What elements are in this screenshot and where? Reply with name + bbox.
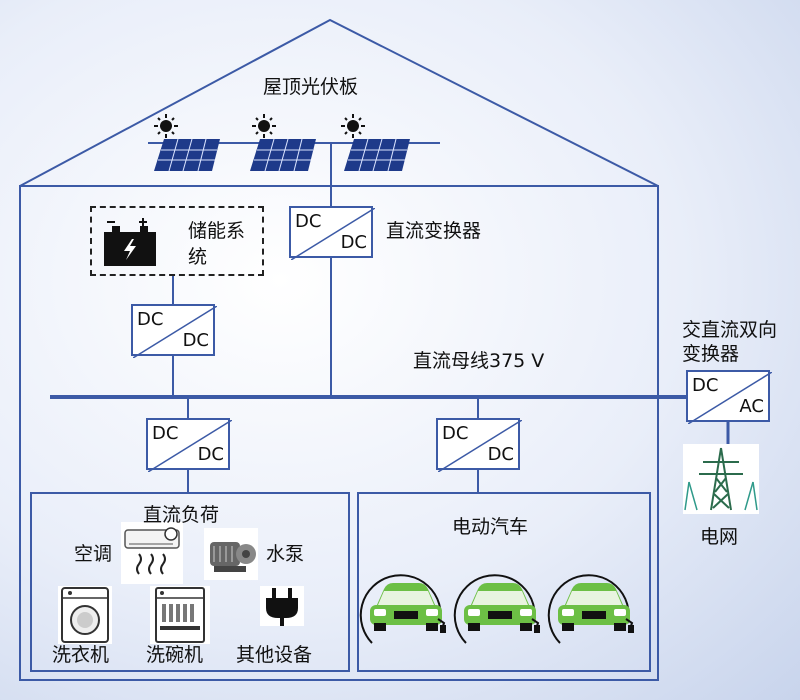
storage-label: 储能系统 [188, 220, 246, 268]
roof-outline [19, 18, 659, 187]
house-walls [19, 185, 659, 681]
sun-icon [154, 114, 178, 138]
ev-box [357, 492, 651, 672]
other-devices-label: 其他设备 [236, 644, 313, 666]
water-pump-icon [204, 528, 258, 580]
aircon-label: 空调 [74, 543, 113, 565]
electric-car-icon [453, 574, 540, 644]
dc-bus-label: 直流母线375 V [413, 350, 545, 372]
washing-machine-icon [58, 586, 112, 644]
solar-panel-icon [250, 138, 316, 172]
dc-load-label: 直流负荷 [143, 504, 220, 526]
air-conditioner-icon [121, 522, 183, 584]
plug-icon [260, 586, 304, 626]
ev-label: 电动汽车 [452, 516, 529, 538]
rooftop-pv-label: 屋顶光伏板 [263, 76, 359, 98]
dishwasher-icon [150, 586, 210, 644]
dc-converter-label: 直流变换器 [386, 220, 482, 242]
sun-icon [252, 114, 276, 138]
ac-dc-converter-label: 交直流双向变换器 [682, 319, 778, 365]
dishwasher-label: 洗碗机 [146, 644, 204, 666]
power-tower-icon [683, 444, 759, 514]
electric-car-icon [359, 574, 446, 644]
electric-car-icon [547, 574, 634, 644]
sun-icon [341, 114, 365, 138]
storage-dashed-box [90, 206, 264, 276]
dc-load-box [30, 492, 350, 672]
solar-panel-icon [344, 138, 410, 172]
washer-label: 洗衣机 [52, 644, 110, 666]
grid-label: 电网 [700, 526, 739, 548]
pump-label: 水泵 [266, 543, 305, 565]
battery-icon [104, 218, 156, 266]
solar-panel-icon [154, 138, 220, 172]
